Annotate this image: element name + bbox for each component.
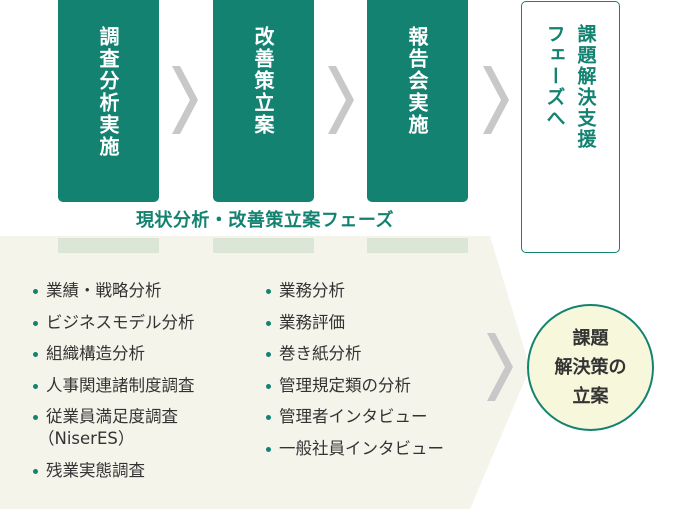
list-item: 業務評価 [263, 312, 444, 334]
list-item: 組織構造分析 [30, 343, 195, 365]
activity-list-left: 業績・戦略分析 ビジネスモデル分析 組織構造分析 人事関連諸制度調査 従業員満足… [30, 280, 195, 492]
list-item: ビジネスモデル分析 [30, 312, 195, 334]
chevron-right-icon [487, 333, 513, 401]
step-label: 調査分析実施 [96, 26, 120, 158]
list-item: 巻き紙分析 [263, 343, 444, 365]
step-box-stub [58, 238, 159, 253]
result-line-3: 立案 [572, 386, 609, 407]
list-item: 業績・戦略分析 [30, 280, 195, 302]
step-label: 改善策立案 [251, 26, 275, 136]
list-item: 業務分析 [263, 280, 444, 302]
chevron-right-icon [328, 66, 354, 134]
list-item: 管理規定類の分析 [263, 375, 444, 397]
step-box-stub [213, 238, 314, 253]
activity-list-right: 業務分析 業務評価 巻き紙分析 管理規定類の分析 管理者インタビュー 一般社員イ… [263, 280, 444, 470]
result-line-2: 解決策の [554, 357, 627, 378]
list-item: 一般社員インタビュー [263, 438, 444, 460]
list-item: 残業実態調査 [30, 460, 195, 482]
step-box-stub [367, 238, 468, 253]
support-line-1: 課題解決支援 [574, 24, 597, 150]
support-line-2: フェーズへ [543, 24, 566, 129]
support-phase-box: 課題解決支援 フェーズへ [521, 1, 620, 253]
list-item-line: 従業員満足度調査 [46, 407, 178, 427]
step-box-plan: 改善策立案 [213, 0, 314, 202]
list-item: 従業員満足度調査 （NiserES） [30, 406, 195, 450]
list-item-line: （NiserES） [38, 429, 135, 449]
step-box-report: 報告会実施 [367, 0, 468, 202]
step-box-survey: 調査分析実施 [58, 0, 159, 202]
result-line-1: 課題 [572, 328, 609, 349]
step-label: 報告会実施 [405, 26, 429, 136]
chevron-right-icon [172, 66, 198, 134]
result-circle: 課題 解決策の 立案 [527, 304, 654, 431]
list-item: 管理者インタビュー [263, 406, 444, 428]
chevron-right-icon [483, 66, 509, 134]
list-item: 人事関連諸制度調査 [30, 375, 195, 397]
phase-label: 現状分析・改善策立案フェーズ [135, 210, 395, 231]
